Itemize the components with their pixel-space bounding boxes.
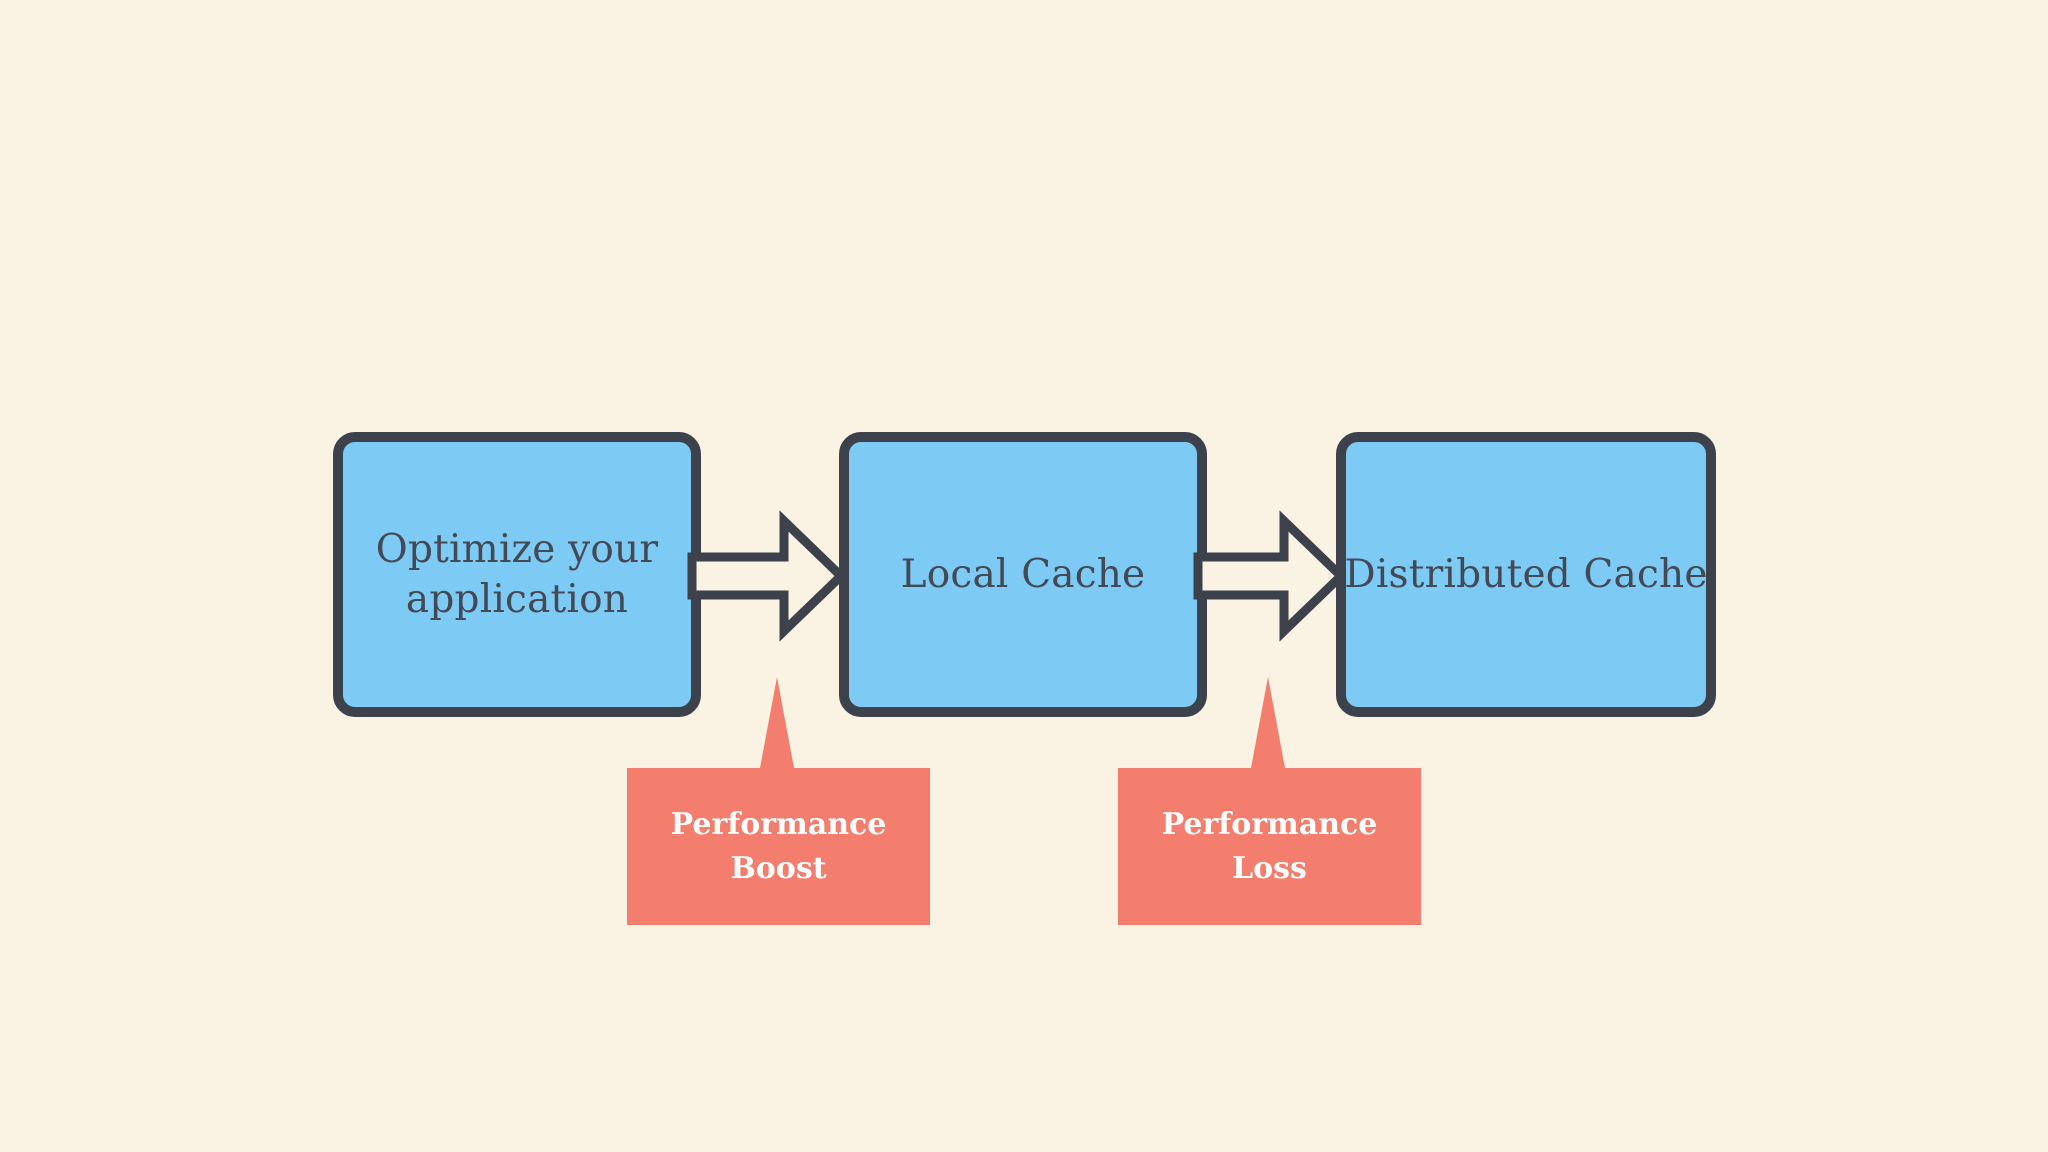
arrow-right-shape bbox=[1193, 510, 1348, 642]
arrow-right-icon bbox=[687, 510, 848, 642]
arrow-right-icon bbox=[1193, 510, 1348, 642]
callout-performance-boost-label: Performance Boost bbox=[670, 807, 887, 886]
node-local-cache: Local Cache bbox=[839, 432, 1207, 717]
callout-performance-loss: Performance Loss bbox=[1118, 768, 1421, 925]
node-local-cache-label: Local Cache bbox=[900, 551, 1146, 597]
node-distributed-cache: Distributed Cache bbox=[1336, 432, 1716, 717]
arrow-right-shape bbox=[687, 510, 848, 642]
node-optimize-application: Optimize your application bbox=[333, 432, 701, 717]
node-optimize-application-label: Optimize your application bbox=[375, 526, 659, 622]
callout-performance-boost: Performance Boost bbox=[627, 768, 930, 925]
callout-performance-loss-label: Performance Loss bbox=[1161, 807, 1378, 886]
callout-pointer-up-icon bbox=[1251, 677, 1285, 768]
node-distributed-cache-label: Distributed Cache bbox=[1344, 551, 1708, 597]
callout-pointer-up-icon bbox=[760, 677, 794, 768]
